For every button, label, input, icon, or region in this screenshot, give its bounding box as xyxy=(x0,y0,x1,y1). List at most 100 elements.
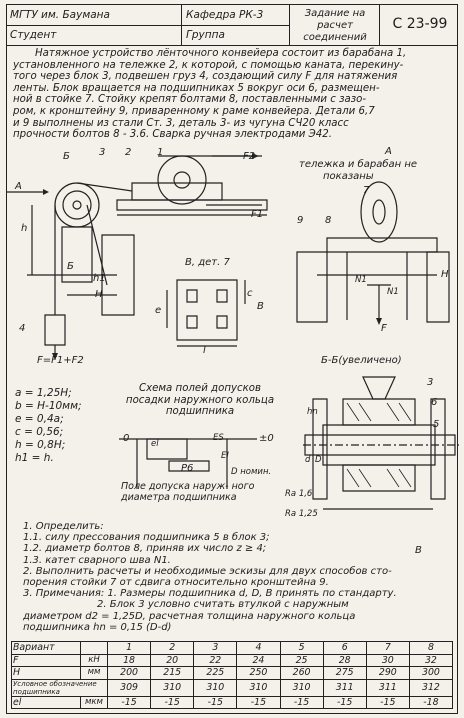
label-h: h xyxy=(21,223,28,234)
table-header-cell xyxy=(80,641,108,655)
tolerance-scheme xyxy=(107,419,277,499)
label-pulley-3: 3 xyxy=(99,147,106,158)
table-cell: 28 xyxy=(322,653,367,667)
note-not-shown-1: тележка и барабан не xyxy=(299,159,418,170)
table-cell: 311 xyxy=(322,678,367,697)
label-N1-right: N1 xyxy=(387,287,399,297)
label-detail-7: В, дет. 7 xyxy=(185,257,230,268)
label-hn: hn xyxy=(307,407,318,417)
table-row: H мм 200 215 225 250 260 275 290 300 xyxy=(11,666,454,680)
intro-line: установленного на тележке 2, к которой, … xyxy=(13,59,404,71)
param-line: c = 0,56; xyxy=(15,426,64,438)
task-line: 2. Выполнить расчеты и необходимые эскиз… xyxy=(23,565,392,577)
section-title: Б-Б(увеличено) xyxy=(321,355,402,366)
task-line: диаметром d2 = 1,25D, расчетная толщина … xyxy=(23,610,356,622)
table-row: F кН 18 20 22 24 25 28 30 32 xyxy=(11,653,454,667)
table-cell: -15 xyxy=(106,695,152,709)
table-cell: 260 xyxy=(279,666,324,680)
table-header-cell: 7 xyxy=(365,641,410,655)
table-cell: 300 xyxy=(408,666,454,680)
table-header-cell: 8 xyxy=(408,641,454,655)
table-cell: 250 xyxy=(236,666,281,680)
task-line: 2. Блок 3 условно считать втулкой с нару… xyxy=(97,599,349,611)
scheme-title: Схема полей допусков посадки наружного к… xyxy=(125,383,275,418)
scheme-ES: ES xyxy=(213,433,224,443)
intro-line: Натяжное устройство лёнточного конвейера… xyxy=(35,48,407,59)
label-block-3: 3 xyxy=(427,377,434,388)
label-B-lower: Б xyxy=(67,261,74,272)
label-c: c xyxy=(247,288,253,299)
table-cell: 32 xyxy=(408,653,454,667)
row-name: F xyxy=(11,653,81,667)
label-force-sum: F=F1+F2 xyxy=(37,355,84,366)
table-cell: 30 xyxy=(365,653,410,667)
table-cell: -18 xyxy=(408,695,454,709)
param-line: e = 0,4a; xyxy=(15,413,64,425)
intro-paragraph: Натяжное устройство лёнточного конвейера… xyxy=(13,48,455,141)
task-list: 1. Определить: 1.1. силу прессования под… xyxy=(23,521,453,633)
table-cell: -15 xyxy=(322,695,367,709)
view-A-drawing xyxy=(287,180,457,325)
table-cell: 312 xyxy=(408,678,454,697)
row-unit: мм xyxy=(80,666,108,680)
detail-7-drawing xyxy=(157,270,267,350)
section-BB-drawing xyxy=(303,369,459,529)
table-cell: 24 xyxy=(236,653,281,667)
table-cell: 310 xyxy=(236,678,281,697)
table-cell: -15 xyxy=(236,695,281,709)
table-header-cell: Вариант xyxy=(11,641,81,655)
table-header-cell: 4 xyxy=(236,641,281,655)
department-field: Кафедра РК-3 xyxy=(186,9,264,21)
label-D: D xyxy=(315,455,322,465)
table-cell: 25 xyxy=(279,653,324,667)
label-H: H xyxy=(95,289,103,300)
label-view-A: A xyxy=(385,146,392,157)
roughness-2: Ra 1,25 xyxy=(285,509,318,519)
task-line: 1.3. катет сварного шва N1. xyxy=(23,554,171,566)
table-cell: -15 xyxy=(193,695,238,709)
label-drum-1: 1 xyxy=(157,147,164,158)
label-d: d xyxy=(305,455,311,465)
table-header-cell: 2 xyxy=(150,641,195,655)
label-N1-left: N1 xyxy=(355,275,367,285)
task-line: подшипника hn = 0,15 (D-d) xyxy=(23,621,172,633)
scheme-pm0: ±0 xyxy=(259,433,274,444)
table-header-cell: 3 xyxy=(193,641,238,655)
assignment-sheet: МГТУ им. Баумана Студент Кафедра РК-3 Гр… xyxy=(6,4,458,714)
task-line: 1. Определить: xyxy=(23,521,104,532)
table-row: el мкм -15 -15 -15 -15 -15 -15 -15 -18 xyxy=(11,695,454,709)
tensioner-drawing xyxy=(7,153,277,360)
table-header-cell: 1 xyxy=(106,641,152,655)
task-line: порения стойки 7 от сдвига относительно … xyxy=(23,577,329,589)
student-field: Студент xyxy=(10,29,57,41)
label-trolley-2: 2 xyxy=(125,147,132,158)
task-line: 3. Примечания: 1. Размеры подшипника d, … xyxy=(23,588,397,600)
row-unit: мкм xyxy=(80,695,108,709)
table-cell: 290 xyxy=(365,666,410,680)
intro-line: прочности болтов 8 - 3.6. Сварка ручная … xyxy=(13,129,332,141)
assignment-title: Задание на расчет соединений xyxy=(303,8,367,43)
table-cell: 18 xyxy=(106,653,152,667)
label-A-arrow: A xyxy=(15,181,22,192)
label-F1: F1 xyxy=(251,209,264,220)
param-line: h1 = h. xyxy=(15,452,54,464)
table-cell: 310 xyxy=(150,678,195,697)
label-bolt-8: 8 xyxy=(325,215,332,226)
table-cell: 22 xyxy=(193,653,238,667)
label-stand-7: 7 xyxy=(363,185,370,196)
scheme-note: Поле допуска наруж- ного диаметра подшип… xyxy=(121,481,255,503)
intro-line: и 9 выполнены из стали Ст. 3, деталь 3- … xyxy=(13,117,349,129)
task-line: 1.2. диаметр болтов 8, приняв их число z… xyxy=(23,543,267,555)
scheme-el: el xyxy=(151,439,159,449)
table-cell: 200 xyxy=(106,666,152,680)
scheme-EI: EI xyxy=(221,451,229,461)
intro-line: ленты. Блок вращается на подшипниках 5 в… xyxy=(13,82,380,94)
label-B-detail: В xyxy=(257,301,264,312)
table-cell: -15 xyxy=(279,695,324,709)
label-l: l xyxy=(203,345,206,356)
label-axle-6: 6 xyxy=(431,397,438,408)
roughness-1: Ra 1,6 xyxy=(285,489,313,499)
label-width-B: В xyxy=(415,545,422,556)
scheme-P6: P6 xyxy=(181,463,194,474)
label-h1: h1 xyxy=(93,273,106,284)
